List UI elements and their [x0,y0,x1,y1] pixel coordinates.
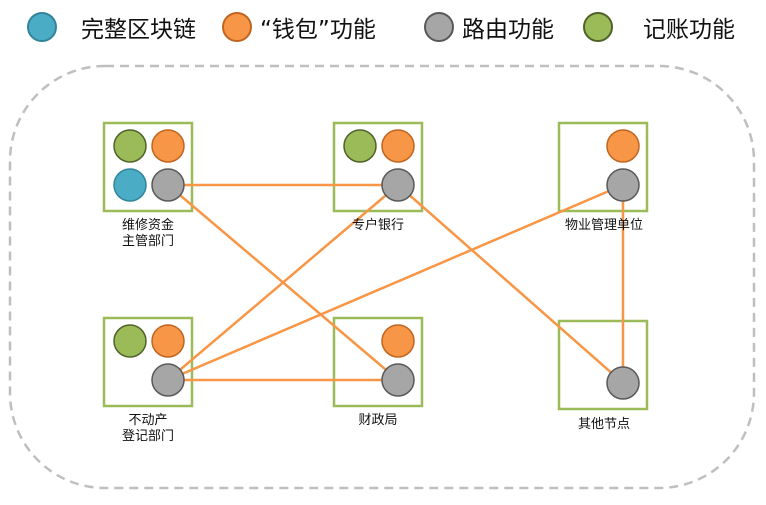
other-routing-circle [606,366,640,400]
node-label-property: 物业管理单位 [544,218,664,234]
edge-bank-realestate [167,184,399,381]
node-label-realestate: 不动产 登记部门 [88,413,208,445]
node-label-finance: 财政局 [318,413,438,429]
realestate-routing-circle [151,363,185,397]
maintenance-ledger-circle [113,129,147,163]
ledger-legend-swatch [583,12,613,42]
legend-label-wallet: “钱包”功能 [260,17,376,43]
legend-item-blockchain: 完整区块链 [27,10,196,44]
node-label-line: 其他节点 [577,417,630,432]
legend-item-ledger: 记账功能 [583,10,735,44]
edge-bank-other [397,184,624,384]
wallet-legend-swatch [222,12,252,42]
routing-legend-swatch [424,12,454,42]
node-label-line: 专户银行 [351,218,404,233]
maintenance-wallet-circle [151,129,185,163]
node-label-line: 物业管理单位 [564,218,643,233]
node-label-line: 不动产 [128,413,168,428]
bank-wallet-circle [381,129,415,163]
legend-label-routing: 路由功能 [462,17,554,43]
finance-wallet-circle [381,324,415,358]
node-label-maintenance: 维修资金 主管部门 [88,218,208,250]
property-routing-circle [606,168,640,202]
network-boundary [8,64,756,490]
blockchain-legend-swatch [27,12,57,42]
node-label-bank: 专户银行 [318,218,438,234]
node-label-line: 主管部门 [121,234,174,249]
node-label-line: 登记部门 [121,429,174,444]
realestate-wallet-circle [151,324,185,358]
node-label-other: 其他节点 [544,417,664,433]
edge-property-realestate [167,183,624,382]
legend-label-ledger: 记账功能 [643,17,735,43]
property-wallet-circle [606,129,640,163]
legend-item-wallet: “钱包”功能 [222,10,376,44]
legend-label-blockchain: 完整区块链 [81,17,196,43]
legend-item-routing: 路由功能 [424,10,554,44]
realestate-ledger-circle [113,324,147,358]
bank-ledger-circle [343,129,377,163]
node-label-line: 财政局 [358,413,398,428]
bank-routing-circle [381,168,415,202]
node-label-line: 维修资金 [121,218,174,233]
finance-routing-circle [381,363,415,397]
maintenance-routing-circle [151,168,185,202]
maintenance-blockchain-circle [113,168,147,202]
